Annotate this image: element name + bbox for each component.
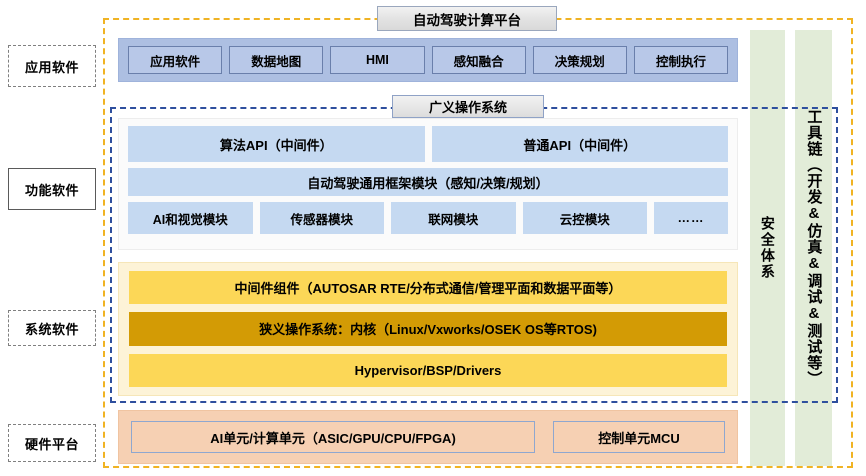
app-chip-control-execution[interactable]: 控制执行 bbox=[633, 46, 729, 74]
func-box-algorithm-api[interactable]: 算法API（中间件） bbox=[128, 126, 425, 162]
application-software-band: 应用软件 数据地图 HMI 感知融合 决策规划 控制执行 bbox=[118, 38, 738, 82]
layer-label-application-text: 应用软件 bbox=[24, 59, 79, 75]
hw-box-control-unit-mcu[interactable]: 控制单元MCU bbox=[553, 421, 725, 453]
system-software-band: 中间件组件（AUTOSAR RTE/分布式通信/管理平面和数据平面等） 狭义操作… bbox=[118, 262, 738, 396]
app-chip-hmi[interactable]: HMI bbox=[330, 46, 425, 74]
sys-box-label: Hypervisor/BSP/Drivers bbox=[354, 362, 502, 378]
func-box-label: 传感器模块 bbox=[290, 212, 353, 227]
func-box-label: 算法API（中间件） bbox=[219, 137, 333, 153]
sys-box-label: 狭义操作系统：内核（Linux/Vxworks/OSEK OS等RTOS) bbox=[259, 322, 597, 338]
func-box-label: 云控模块 bbox=[559, 212, 610, 227]
generalized-os-title-text: 广义操作系统 bbox=[428, 100, 507, 115]
app-chip-label: 应用软件 bbox=[150, 54, 201, 69]
generalized-os-title: 广义操作系统 bbox=[392, 95, 544, 118]
hardware-platform-band: AI单元/计算单元（ASIC/GPU/CPU/FPGA) 控制单元MCU bbox=[118, 410, 738, 464]
hw-box-label: 控制单元MCU bbox=[598, 430, 680, 446]
layer-label-functional: 功能软件 bbox=[8, 168, 96, 210]
func-box-cloud-control-module[interactable]: 云控模块 bbox=[522, 202, 647, 234]
sys-box-label: 中间件组件（AUTOSAR RTE/分布式通信/管理平面和数据平面等） bbox=[234, 281, 622, 297]
app-chip-perception-fusion[interactable]: 感知融合 bbox=[431, 46, 526, 74]
func-box-label: AI和视觉模块 bbox=[152, 212, 228, 227]
func-box-sensor-module[interactable]: 传感器模块 bbox=[259, 202, 384, 234]
layer-label-hardware-text: 硬件平台 bbox=[24, 436, 79, 452]
sys-box-hypervisor[interactable]: Hypervisor/BSP/Drivers bbox=[129, 353, 727, 387]
functional-api-row: 算法API（中间件） 普通API（中间件） bbox=[128, 126, 728, 162]
app-chip-label: 控制执行 bbox=[655, 54, 706, 69]
sys-box-middleware[interactable]: 中间件组件（AUTOSAR RTE/分布式通信/管理平面和数据平面等） bbox=[129, 271, 727, 305]
layer-label-functional-text: 功能软件 bbox=[24, 182, 79, 198]
func-box-label: 普通API（中间件） bbox=[523, 137, 637, 153]
func-box-label: 自动驾驶通用框架模块（感知/决策/规划） bbox=[307, 175, 549, 191]
app-chip-label: 决策规划 bbox=[554, 54, 605, 69]
func-box-more-modules[interactable]: …… bbox=[654, 202, 728, 234]
func-box-label: …… bbox=[677, 211, 705, 225]
func-box-common-api[interactable]: 普通API（中间件） bbox=[431, 126, 728, 162]
platform-title-text: 自动驾驶计算平台 bbox=[413, 12, 521, 28]
side-column-toolchain-label: 工具链（开发&仿真&调试&测试等） bbox=[805, 109, 823, 387]
functional-framework-row: 自动驾驶通用框架模块（感知/决策/规划） bbox=[128, 168, 728, 196]
app-chip-label: HMI bbox=[365, 53, 389, 67]
layer-label-application: 应用软件 bbox=[8, 45, 96, 87]
func-box-label: 联网模块 bbox=[428, 212, 479, 227]
hw-box-label: AI单元/计算单元（ASIC/GPU/CPU/FPGA) bbox=[210, 430, 456, 446]
app-chip-label: 数据地图 bbox=[251, 54, 302, 69]
sys-box-kernel[interactable]: 狭义操作系统：内核（Linux/Vxworks/OSEK OS等RTOS) bbox=[129, 312, 727, 346]
app-chip-decision-planning[interactable]: 决策规划 bbox=[532, 46, 627, 74]
layer-label-system: 系统软件 bbox=[8, 310, 96, 346]
hw-box-compute-unit[interactable]: AI单元/计算单元（ASIC/GPU/CPU/FPGA) bbox=[131, 421, 535, 453]
side-column-toolchain[interactable]: 工具链（开发&仿真&调试&测试等） bbox=[795, 30, 832, 466]
side-column-safety-system[interactable]: 安全体系 bbox=[750, 30, 785, 466]
functional-software-band: 算法API（中间件） 普通API（中间件） 自动驾驶通用框架模块（感知/决策/规… bbox=[118, 118, 738, 250]
layer-label-hardware: 硬件平台 bbox=[8, 424, 96, 462]
generalized-os-boundary bbox=[110, 107, 838, 403]
app-chip-label: 感知融合 bbox=[453, 54, 504, 69]
app-chip-data-map[interactable]: 数据地图 bbox=[229, 46, 324, 74]
func-box-network-module[interactable]: 联网模块 bbox=[391, 202, 516, 234]
platform-title: 自动驾驶计算平台 bbox=[377, 6, 557, 31]
layer-label-system-text: 系统软件 bbox=[24, 321, 79, 337]
func-box-ai-vision-module[interactable]: AI和视觉模块 bbox=[128, 202, 253, 234]
side-column-safety-label: 安全体系 bbox=[759, 216, 776, 280]
app-chip-application-software[interactable]: 应用软件 bbox=[128, 46, 223, 74]
func-box-general-framework[interactable]: 自动驾驶通用框架模块（感知/决策/规划） bbox=[128, 168, 728, 196]
functional-modules-row: AI和视觉模块 传感器模块 联网模块 云控模块 …… bbox=[128, 202, 728, 234]
